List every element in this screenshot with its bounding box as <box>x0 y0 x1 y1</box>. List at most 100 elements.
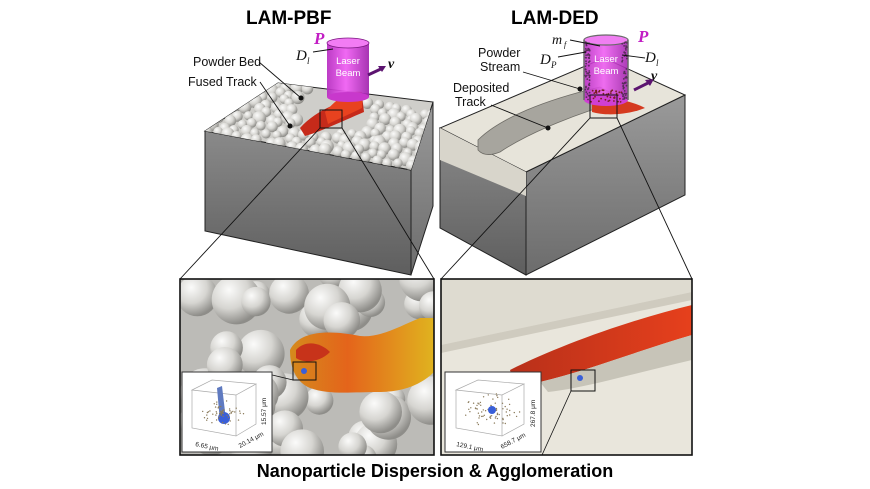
powder-particle <box>622 82 624 85</box>
ded-laser-diameter-leader <box>621 54 646 59</box>
inset-scatter-point <box>215 411 217 413</box>
pbf-zoom-frame <box>179 278 435 456</box>
powder-particle <box>588 76 591 79</box>
pbf-fused-track-dot <box>287 123 293 129</box>
powder-particle <box>587 98 589 101</box>
powder-particle <box>585 91 588 93</box>
powder-particle <box>588 91 591 94</box>
powder-particle <box>624 72 627 75</box>
powder-particle <box>584 56 587 59</box>
powder-particle <box>624 76 627 79</box>
powder-particle <box>586 93 589 95</box>
inset-scatter-point <box>232 410 234 413</box>
inset-scatter-point <box>502 408 504 410</box>
powder-particle <box>622 85 625 88</box>
inset-scatter-point <box>502 422 504 424</box>
powder-particle <box>585 62 588 65</box>
pbf-zoom-melt <box>263 318 434 393</box>
inset-scatter-point <box>513 411 515 414</box>
ded-zoom-box <box>589 94 618 119</box>
pbf-beam-label-2: Beam <box>336 68 361 79</box>
pbf-powder-bed-leader <box>258 61 302 99</box>
powder-particle <box>591 89 594 92</box>
pbf-zoom-line-left <box>179 127 321 280</box>
inset-scatter-point <box>206 417 209 420</box>
powder-particle <box>602 92 605 95</box>
ded-zoom-line-left <box>440 117 591 280</box>
pbf-block <box>203 82 447 276</box>
inset-scatter-point <box>498 413 500 416</box>
powder-particle <box>593 92 596 94</box>
inset-scatter-point <box>508 398 510 400</box>
powder-particle <box>359 390 403 434</box>
ded-deposited-track-label-2: Track <box>455 95 487 109</box>
powder-particle <box>623 90 626 92</box>
powder-particle <box>379 113 392 126</box>
powder-particle <box>624 94 627 96</box>
inset-scatter-point <box>490 415 493 417</box>
ded-mass-flow-sub: f <box>564 40 568 49</box>
powder-particle <box>393 158 403 168</box>
inset-scatter-point <box>481 415 483 418</box>
powder-particle <box>584 75 587 78</box>
pbf-fused-track-leader <box>259 81 291 127</box>
inset-scatter-point <box>218 415 221 417</box>
powder-particle <box>338 432 367 455</box>
inset-scatter-point <box>480 404 482 406</box>
inset-scatter-point <box>217 417 220 419</box>
inset-scatter-point <box>495 409 498 411</box>
powder-particle <box>585 44 588 47</box>
inset-scatter-point <box>509 414 511 416</box>
powder-particle <box>624 47 627 50</box>
pbf-zoom-panel: 6.65 μm 20.14 μm 15.57 μm <box>179 278 435 456</box>
ded-zoom-track <box>510 305 692 383</box>
inset-scatter-point <box>216 412 218 414</box>
powder-particle <box>266 121 278 133</box>
powder-particle <box>437 112 447 122</box>
inset-scatter-point <box>505 411 507 413</box>
powder-particle <box>587 72 589 75</box>
inset-scatter-point <box>202 410 204 413</box>
inset-scatter-point <box>226 414 228 417</box>
ded-powder-stream-dot <box>577 86 583 92</box>
pbf-velocity-arrowhead <box>378 66 386 72</box>
ded-deposited-track-label-1: Deposited <box>453 81 509 95</box>
ded-beam-label-2: Beam <box>594 66 619 77</box>
inset-scatter-point <box>492 398 494 400</box>
inset-scatter-point <box>476 422 478 424</box>
powder-particle <box>623 45 625 47</box>
ded-deposited-track-dot <box>545 125 551 131</box>
powder-particle <box>361 97 374 109</box>
inset-scatter-point <box>211 422 213 424</box>
ded-laser-diameter-symbol: D <box>644 50 656 66</box>
ded-powder-stream-label-1: Powder <box>478 46 520 60</box>
inset-scatter-point <box>225 400 228 402</box>
inset-scatter-point <box>239 412 241 414</box>
powder-particle <box>585 70 588 73</box>
ded-laser-cylinder <box>584 40 628 100</box>
inset-scatter-point <box>227 416 230 418</box>
powder-particle <box>586 78 589 80</box>
powder-particle <box>617 100 619 103</box>
pbf-inset-bg <box>181 371 273 453</box>
ded-powder-diameter-symbol: D <box>539 52 551 68</box>
powder-particle <box>619 97 621 100</box>
powder-particle <box>624 41 627 44</box>
inset-scatter-point <box>220 414 222 417</box>
ded-laser-diameter-sub: l <box>656 58 659 68</box>
powder-particle <box>611 89 614 92</box>
ded-zoom-line-right <box>616 117 693 280</box>
powder-particle <box>623 71 626 73</box>
ded-velocity-arrow <box>633 80 651 92</box>
pbf-zoom-nanoparticle <box>301 368 307 374</box>
ded-powder-diameter-leader <box>557 51 587 58</box>
powder-particle <box>587 47 590 50</box>
powder-particle <box>594 95 596 98</box>
powder-particle <box>318 143 332 157</box>
inset-scatter-point <box>487 394 489 396</box>
ded-mass-flow-symbol: m <box>552 33 562 48</box>
inset-scatter-point <box>468 408 470 410</box>
inset-scatter-point <box>483 414 485 416</box>
ded-zoom-content <box>441 279 692 455</box>
